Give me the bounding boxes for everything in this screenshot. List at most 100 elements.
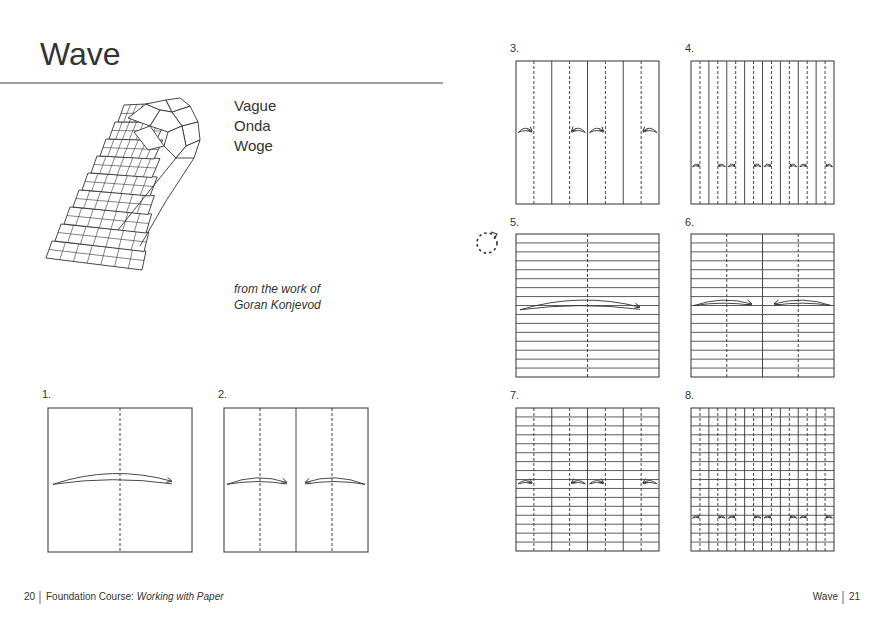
fold-arrow xyxy=(764,164,771,167)
crease-line xyxy=(762,408,763,551)
crease-line xyxy=(744,408,745,551)
valley-fold-line xyxy=(735,61,736,204)
language-name: Onda xyxy=(234,117,271,134)
arrow-head xyxy=(774,300,780,305)
fold-arrow xyxy=(754,164,761,167)
wave-back-edge xyxy=(118,158,176,230)
valley-fold-line xyxy=(332,408,333,552)
step-number: 1. xyxy=(42,388,51,401)
fold-arrow xyxy=(790,516,797,518)
arrow-head xyxy=(571,127,576,132)
valley-fold-line xyxy=(641,61,642,204)
arrow-head xyxy=(768,515,770,517)
crease-line xyxy=(762,234,763,377)
fold-arrow xyxy=(790,164,797,167)
fold-arrow-lower xyxy=(694,303,752,305)
fold-arrow xyxy=(728,164,735,167)
arrow-head xyxy=(790,164,792,166)
crease-line xyxy=(516,242,659,243)
wave-grid xyxy=(94,165,156,169)
valley-fold-line xyxy=(789,408,790,551)
title-rule xyxy=(0,83,443,84)
crease-line xyxy=(762,61,763,204)
paper-square xyxy=(48,408,192,552)
arrow-head xyxy=(634,303,640,308)
language-name: Vague xyxy=(234,97,276,114)
arrow-head xyxy=(527,479,532,483)
fold-arrow xyxy=(800,164,807,167)
valley-fold-line xyxy=(569,61,570,204)
crease-line xyxy=(816,408,817,551)
fold-arrow xyxy=(227,478,287,484)
valley-fold-line xyxy=(569,408,570,551)
crease-line xyxy=(551,61,552,204)
crease-line xyxy=(587,408,588,551)
fold-arrow xyxy=(693,516,700,518)
crease-line xyxy=(708,61,709,204)
valley-fold-line xyxy=(605,408,606,551)
step-number: 5. xyxy=(510,216,519,229)
valley-fold-line xyxy=(717,61,718,204)
valley-fold-line xyxy=(789,61,790,204)
arrow-head xyxy=(643,127,648,132)
valley-fold-line xyxy=(798,234,799,377)
fold-arrow xyxy=(693,164,700,167)
fold-arrow-lower xyxy=(520,306,640,310)
crease-line xyxy=(708,408,709,551)
crease-line xyxy=(587,61,588,204)
arrow-head xyxy=(719,164,721,166)
fold-arrow-lower xyxy=(53,480,172,485)
wave-grid xyxy=(76,199,151,206)
footer-separator xyxy=(843,591,844,604)
paper-square xyxy=(516,408,659,551)
fold-arrow xyxy=(305,478,365,484)
turn-over-symbol xyxy=(477,233,497,253)
valley-fold-line xyxy=(807,61,808,204)
fold-arrow xyxy=(826,516,833,518)
valley-fold-line xyxy=(260,408,261,552)
wave-grid xyxy=(85,182,154,187)
arrow-head xyxy=(769,164,771,166)
arrow-head xyxy=(826,515,828,517)
step-number: 7. xyxy=(510,389,519,402)
crease-line xyxy=(780,61,781,204)
valley-fold-line xyxy=(717,408,718,551)
valley-fold-line xyxy=(699,408,700,551)
valley-fold-line xyxy=(735,408,736,551)
paper-square xyxy=(516,61,659,204)
arrow-head xyxy=(733,515,735,517)
valley-fold-line xyxy=(753,61,754,204)
fold-arrow xyxy=(800,516,807,518)
paper-square xyxy=(691,61,834,204)
crease-line xyxy=(798,408,799,551)
valley-fold-line xyxy=(771,408,772,551)
fold-arrow-lower xyxy=(227,482,287,485)
arrow-head xyxy=(166,477,172,482)
valley-fold-line xyxy=(533,61,534,204)
fold-arrow xyxy=(520,300,640,310)
footer-separator xyxy=(40,591,41,604)
fold-arrow-lower xyxy=(305,482,365,485)
crease-line xyxy=(798,61,799,204)
crease-line xyxy=(623,61,624,204)
wave-crest xyxy=(134,126,164,150)
arrow-head xyxy=(826,164,828,166)
page-number: 21 xyxy=(849,591,860,603)
crease-line xyxy=(623,408,624,551)
page-number: 20 xyxy=(24,591,35,603)
valley-fold-line xyxy=(699,61,700,204)
fold-arrow xyxy=(826,164,833,167)
turn-over-arrow xyxy=(491,232,497,239)
wave-grid xyxy=(58,233,146,243)
valley-fold-line xyxy=(825,408,826,551)
crease-line xyxy=(296,408,297,552)
arrow-head xyxy=(697,515,699,517)
crease-line xyxy=(816,61,817,204)
fold-arrow xyxy=(764,516,771,518)
crease-line xyxy=(780,408,781,551)
fold-arrow-lower xyxy=(774,303,831,305)
arrow-head xyxy=(599,127,604,132)
wave-strip xyxy=(91,156,160,178)
crease-line xyxy=(516,287,659,288)
